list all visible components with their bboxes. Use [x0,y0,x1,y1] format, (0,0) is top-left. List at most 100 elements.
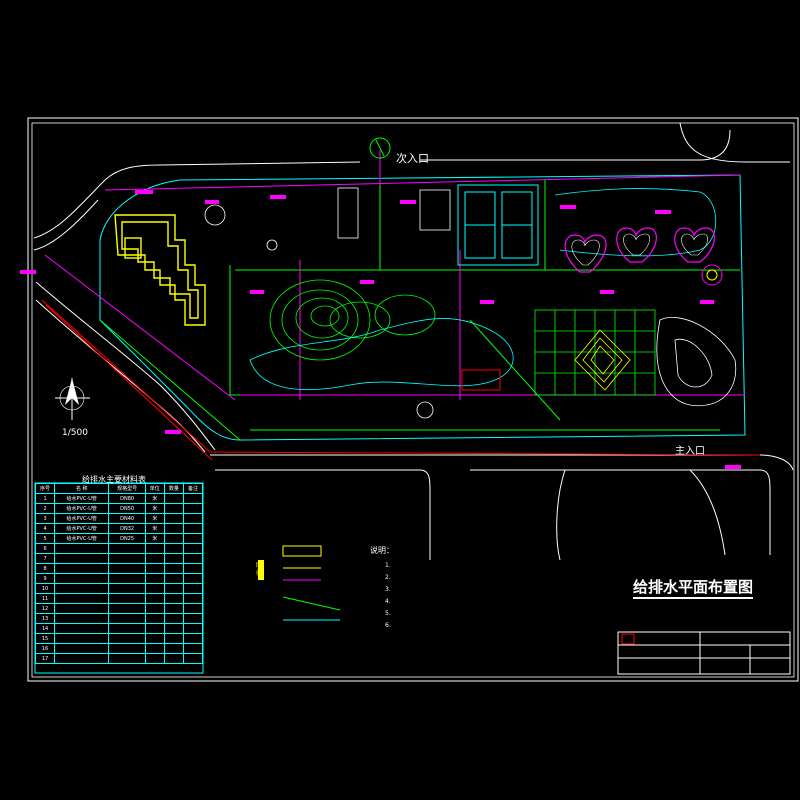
table-cell: 4 [34,523,56,534]
table-cell [163,523,184,534]
table-cell [144,563,165,574]
table-cell [54,593,110,604]
table-cell [182,523,204,534]
table-cell: 15 [34,633,56,644]
table-header-cell: 序号 [34,483,56,494]
table-cell: DN25 [108,533,146,544]
table-cell [54,583,110,594]
table-cell [163,593,184,604]
table-cell: 13 [34,613,56,624]
lake-outline [249,188,717,391]
tennis-courts [457,184,539,266]
table-cell [182,543,204,554]
table-cell [163,613,184,624]
table-cell: 米 [144,533,165,544]
table-row: 8 [34,563,204,574]
table-cell [182,583,204,594]
table-cell [108,633,146,644]
misc-structures [204,187,451,419]
table-row: 17 [34,653,204,664]
table-header-cell: 名 称 [54,483,110,494]
rockery [656,317,737,407]
table-row: 14 [34,623,204,634]
table-cell [144,603,165,614]
table-cell [182,623,204,634]
table-cell: 给水PVC-U管 [54,513,110,524]
table-cell [182,573,204,584]
table-cell [144,543,165,554]
table-cell [182,633,204,644]
table-cell [108,653,146,664]
table-row: 11 [34,593,204,604]
table-cell [54,543,110,554]
buildings [114,214,206,326]
table-cell [182,593,204,604]
notes-heading: 说明： [370,546,394,555]
table-cell [163,553,184,564]
table-cell [144,583,165,594]
table-cell [182,653,204,664]
note-line: 4. [385,598,391,605]
table-cell [108,543,146,554]
table-header-cell: 规格型号 [108,483,146,494]
table-cell [144,643,165,654]
table-cell: DN40 [108,513,146,524]
table-header-cell: 单位 [144,483,165,494]
note-line: 3. [385,586,391,593]
table-cell [163,503,184,514]
table-cell [144,613,165,624]
table-cell: 米 [144,503,165,514]
table-cell [144,623,165,634]
table-cell [54,573,110,584]
table-cell [182,503,204,514]
table-cell: 给水PVC-U管 [54,503,110,514]
table-cell [182,603,204,614]
table-cell [163,633,184,644]
notes-body: 1.2.3.4.5.6. [385,560,391,632]
table-cell: 8 [34,563,56,574]
round-feature [701,264,723,286]
table-header-row: 序号名 称规格型号单位数量备注 [34,483,204,494]
table-cell: 17 [34,653,56,664]
table-cell [163,573,184,584]
table-cell [163,603,184,614]
table-cell: 给水PVC-U管 [54,533,110,544]
table-cell [108,593,146,604]
table-cell [54,613,110,624]
table-row: 6 [34,543,204,554]
table-cell [108,573,146,584]
scale-label: 1/500 [62,428,88,438]
water-pipes [44,150,745,401]
table-cell: 9 [34,573,56,584]
table-cell [54,603,110,614]
table-row: 15 [34,633,204,644]
table-cell [108,583,146,594]
table-cell [163,653,184,664]
drain-network [99,180,745,441]
note-line: 1. [385,562,391,569]
table-cell [182,613,204,624]
heart-inner [571,233,708,266]
table-row: 12 [34,603,204,614]
inner-frame [31,122,795,678]
table-cell: 米 [144,493,165,504]
note-line: 5. [385,610,391,617]
table-cell: 6 [34,543,56,554]
table-cell: 米 [144,523,165,534]
diamond-pergola [574,329,631,391]
table-cell [182,533,204,544]
table-cell [108,643,146,654]
table-cell [54,553,110,564]
heart-gardens [564,227,715,273]
drawing-title: 给排水平面布置图 [633,576,754,599]
table-cell: 14 [34,623,56,634]
table-cell [182,553,204,564]
table-cell [144,633,165,644]
